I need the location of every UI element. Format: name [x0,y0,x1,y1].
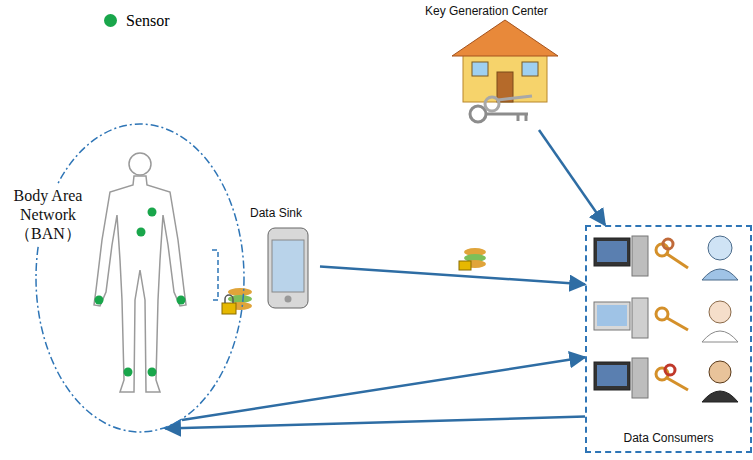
phone [285,296,292,303]
connector-arrow [320,267,585,285]
house [452,20,558,56]
person [702,391,738,402]
computer [594,236,648,398]
legend-item: Sensor [104,11,170,30]
encrypted-data [459,248,486,270]
key-icon [667,318,688,330]
key-icon [663,239,673,249]
encrypted-data [228,288,252,296]
node-label: Body Area Network（BAN） [8,185,88,244]
connector-arrow [165,417,585,429]
keys [498,96,532,100]
encrypted-data [225,295,233,303]
node-label: Data Sink [250,206,302,220]
sensor-dot [148,208,157,217]
computer [594,362,630,390]
body-figure [129,153,151,175]
body-figure [94,176,186,392]
encrypted-data [222,303,236,314]
legend-swatch [104,14,117,27]
encrypted-data [222,288,252,314]
computer [632,358,648,398]
key-center: Key Generation Center [420,2,595,130]
computer [594,302,630,330]
key-icon [665,365,675,375]
house [472,62,488,76]
encrypted-data [459,261,471,270]
bracket [212,250,218,300]
keys [517,114,520,121]
keys [486,113,528,116]
sensor-dot [95,296,104,305]
bracket [212,250,218,300]
house [463,52,547,102]
sensor-dot [148,368,157,377]
key-icon [667,378,688,390]
computer [597,305,627,326]
person [702,236,738,402]
computer [597,365,627,386]
computer [632,298,648,338]
person [709,301,731,323]
keys [485,97,499,111]
body-figure [94,153,186,392]
house [522,62,538,76]
ban-outline [36,124,244,432]
person [708,236,732,260]
connector-arrow [182,357,585,420]
keys [470,106,486,122]
keys [470,96,532,122]
ban-region: Body Area Network（BAN） [35,123,245,433]
sensor-dot [124,368,133,377]
computer [632,236,648,276]
connector-arrow [539,130,605,225]
key-icon [656,239,688,390]
house [452,20,558,102]
key-icon [656,308,668,320]
person [702,269,738,280]
person [709,361,731,383]
computer [597,241,627,262]
key-icon [667,254,688,268]
phone [268,228,308,308]
computer [594,238,630,266]
phone [268,228,308,308]
sensor-dot [137,228,146,237]
consumers-box: Data Consumers [585,225,752,453]
person [702,331,738,342]
legend-text: Sensor [126,11,170,30]
node-label: Data Consumers [587,431,750,445]
phone [272,240,304,292]
node-label: Key Generation Center [425,4,548,18]
sensor-dot [177,296,186,305]
ban-outline [35,123,245,433]
sensor-dot [95,208,186,377]
data-sink: Data Sink [248,206,320,316]
keys [525,114,528,121]
